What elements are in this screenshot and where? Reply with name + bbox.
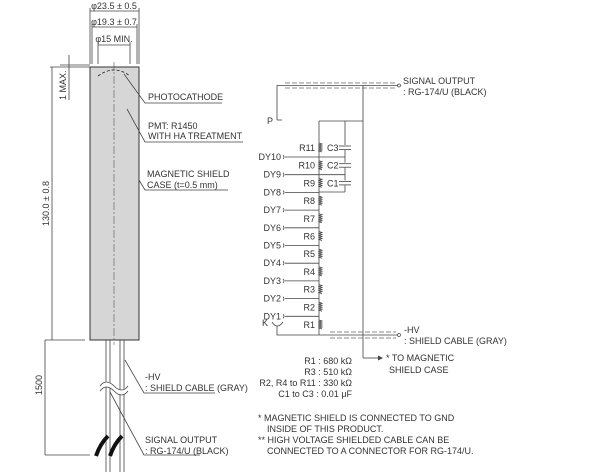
shield-label: MAGNETIC SHIELD	[147, 169, 230, 179]
shield-thickness-label: CASE (t=0.5 mm)	[147, 180, 218, 190]
resistor-label: R6	[303, 232, 315, 242]
value-capacitors: C1 to C3 : 0.01 μF	[278, 389, 352, 399]
resistor-label: R7	[303, 214, 315, 224]
resistor-symbol	[317, 142, 324, 153]
note-2: ** HIGH VOLTAGE SHIELDED CABLE CAN BE	[258, 435, 449, 445]
hv-cable-type: : SHIELD CABLE (GRAY)	[404, 336, 507, 346]
resistor-symbol	[317, 231, 324, 241]
resistor-symbol	[317, 195, 324, 206]
cable-length-dim: 1500	[34, 375, 44, 395]
pmt-label: PMT: R1450	[148, 121, 198, 131]
note-1: * MAGNETIC SHIELD IS CONNECTED TO GND	[258, 413, 455, 423]
value-r3: R3 : 510 kΩ	[304, 367, 352, 377]
resistor-symbol	[317, 266, 324, 277]
resistor-label: R8	[303, 196, 315, 206]
resistor-label: R9	[303, 178, 315, 188]
resistor-label: R4	[303, 267, 315, 277]
dynode-label: DY10	[258, 152, 281, 162]
hv-label: -HV	[404, 325, 420, 335]
resistor-label: R10	[298, 161, 315, 171]
dynode-label: DY1	[263, 311, 281, 321]
resistor-label: R11	[299, 143, 315, 153]
case-ground-label: * TO MAGNETIC	[386, 353, 455, 363]
tube-drawing: φ23.5 ± 0.5 φ19.3 ± 0.7 φ15 MIN. 1 MAX. …	[34, 1, 248, 472]
resistor-symbol	[317, 284, 324, 294]
outer-diameter-dim: φ23.5 ± 0.5	[91, 1, 137, 11]
divider-circuit: P SIGNAL OUTPUT : RG-174/U (BLACK) * TO …	[258, 76, 506, 375]
value-r1: R1 : 680 kΩ	[304, 356, 352, 366]
resistor-label: R1	[303, 320, 315, 330]
signal-output-label: SIGNAL OUTPUT	[403, 76, 476, 86]
dynode-label: DY6	[263, 223, 281, 233]
resistor-symbol	[317, 301, 324, 312]
dynode-label: DY8	[263, 187, 281, 197]
dynode-label: DY4	[263, 258, 281, 268]
resistor-label: R2	[303, 302, 315, 312]
hv-cable-label: -HV	[145, 372, 161, 382]
note-1-cont: INSIDE OF THIS PRODUCT.	[267, 424, 383, 434]
resistor-symbol	[317, 213, 324, 224]
value-r-others: R2, R4 to R11 : 330 kΩ	[259, 378, 352, 388]
pmt-treatment-label: WITH HA TREATMENT	[148, 131, 243, 141]
dynode-label: DY7	[263, 205, 281, 215]
case-ground-label-2: SHIELD CASE	[389, 365, 449, 375]
resistor-label: R3	[303, 285, 315, 295]
resistor-symbol	[317, 178, 324, 188]
capacitor-label: C3	[327, 143, 339, 153]
resistor-symbol	[317, 160, 324, 171]
cables	[94, 340, 130, 472]
resistor-symbol	[317, 319, 324, 330]
capacitor-label: C2	[327, 161, 339, 171]
dynode-label: DY5	[263, 241, 281, 251]
length-dim: 130.0 ± 0.8	[41, 181, 51, 226]
top-gap-dim: 1 MAX.	[58, 70, 68, 100]
dynode-label: DY3	[263, 276, 281, 286]
resistor-symbol	[317, 248, 324, 259]
anode-label: P	[267, 116, 273, 126]
note-2-cont: CONNECTED TO A CONNECTOR FOR RG-174/U.	[267, 446, 474, 456]
capacitor-label: C1	[327, 178, 339, 188]
signal-output-type-label: : RG-174/U (BLACK)	[403, 87, 487, 97]
magnetic-shield-case	[89, 66, 140, 341]
dynode-label: DY9	[263, 170, 281, 180]
signal-cable-type-label: : RG-174/U (BLACK)	[145, 446, 229, 456]
hv-cable-type-label: : SHIELD CABLE (GRAY)	[145, 383, 248, 393]
signal-cable-label: SIGNAL OUTPUT	[145, 435, 218, 445]
cathode-label: K	[262, 318, 268, 328]
photocathode-label: PHOTOCATHODE	[148, 92, 223, 102]
resistor-label: R5	[303, 249, 315, 259]
inner-diameter-dim: φ19.3 ± 0.7	[91, 17, 137, 27]
effective-diameter-dim: φ15 MIN.	[95, 34, 132, 44]
dynode-label: DY2	[263, 294, 281, 304]
photocathode-arc	[97, 69, 131, 77]
